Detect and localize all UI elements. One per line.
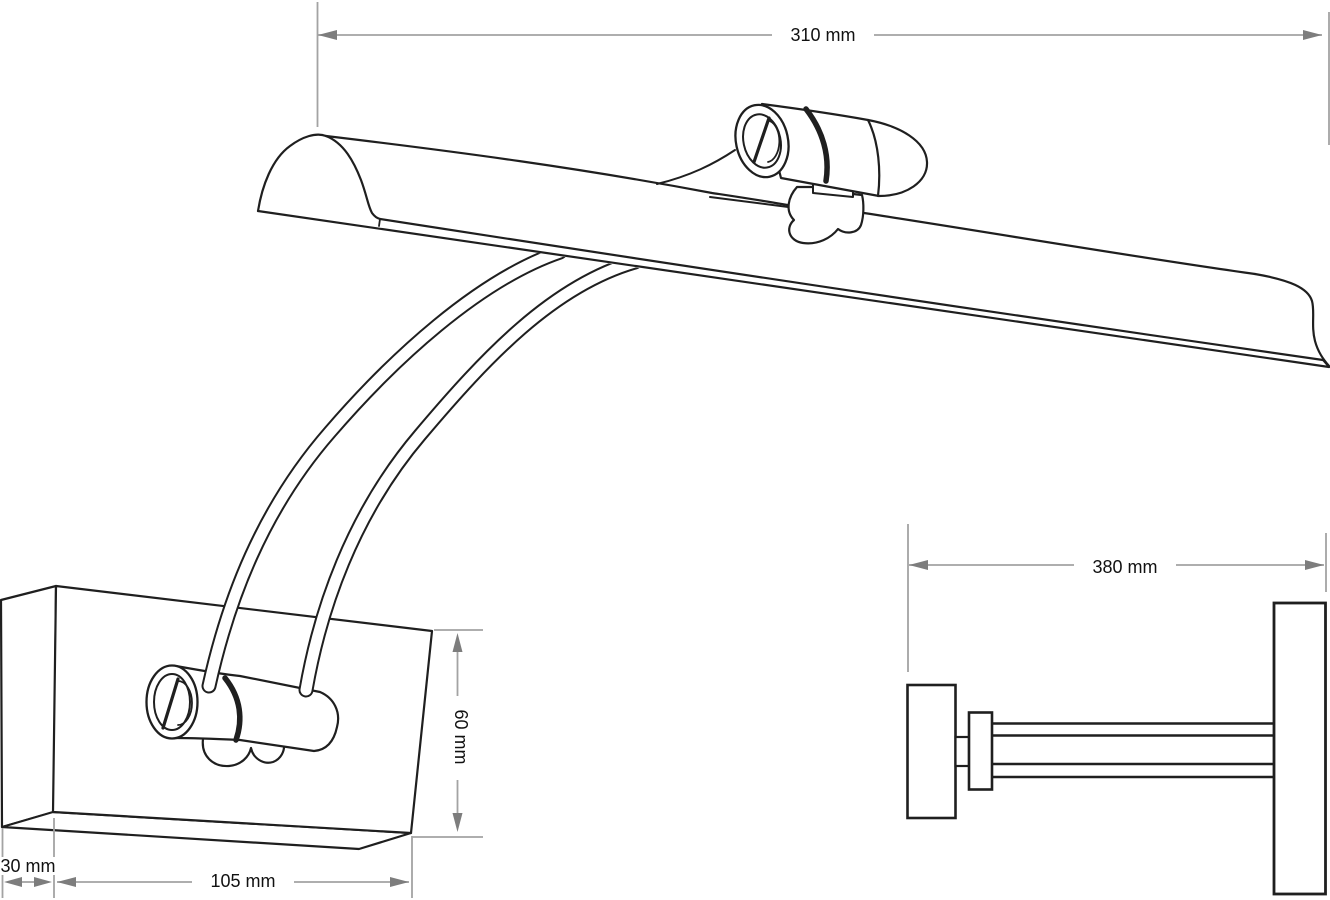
dimension-60mm-label: 60 mm (451, 699, 471, 775)
shade-left-cap-scurve (324, 134, 382, 221)
dimension-380mm-label: 380 mm (1074, 558, 1176, 576)
shade-lip-lower-edge (256, 209, 1330, 369)
lamp-collar-ring (803, 106, 830, 184)
arrow-up (452, 633, 463, 652)
top-plan-view (906, 601, 1327, 896)
plan-spacer-block (967, 711, 994, 791)
plan-pivot-stub (954, 735, 971, 768)
shade-silhouette (258, 134, 1329, 368)
shade-lip-upper-edge (378, 217, 1325, 362)
lamp-support-curve (656, 149, 736, 185)
hinge-cap-recess (177, 680, 193, 726)
shade-right-end-scurve (1253, 272, 1330, 368)
shade-lip-end-face (1322, 359, 1330, 368)
hinge-barrel (174, 664, 340, 753)
dimension-105mm (57, 836, 413, 898)
box-left-face (0, 584, 58, 829)
dimension-310mm-label: 310 mm (772, 26, 874, 44)
arrow-right (34, 877, 52, 887)
arrow-down (452, 813, 463, 832)
lamp-tube-body (760, 102, 929, 198)
pivot-hinge (174, 664, 340, 768)
shade-top-edge-left (324, 134, 800, 209)
dimension-310mm (316, 2, 1330, 145)
shade-left-cap-edge (256, 133, 328, 213)
lamp-cap-recess (767, 120, 781, 163)
plan-wall-plate (906, 683, 957, 820)
ext-line (907, 524, 1327, 672)
lamp-assembly (656, 102, 929, 245)
hinge-collar-ring (222, 675, 243, 743)
arrow-left (909, 560, 928, 570)
plan-shade-bar (1272, 601, 1327, 896)
rear-arm-body (300, 256, 641, 696)
hinge-screw-slot (161, 677, 180, 730)
lamp-saddle-bracket (787, 185, 865, 245)
isometric-view (0, 102, 1330, 851)
lamp-tube-end-seam (866, 118, 881, 198)
shade-cap-notch (378, 218, 381, 227)
ext-line (412, 629, 483, 838)
shade-top-detail-line (709, 196, 797, 209)
arrow-right (1303, 30, 1322, 40)
ext-line (316, 2, 1330, 145)
dimension-60mm (412, 629, 483, 838)
front-arm-body (203, 246, 566, 692)
arrow-left (318, 30, 337, 40)
reflector-shade (256, 133, 1330, 369)
dimension-380mm (907, 524, 1327, 672)
dimension-105mm-label: 105 mm (192, 872, 294, 890)
shade-top-edge-right (862, 211, 1257, 276)
arrow-left (57, 877, 76, 887)
plan-arm-rails (992, 722, 1274, 779)
dimension-30mm-label: 30 mm (0, 856, 56, 876)
arrow-right (390, 877, 409, 887)
lamp-screw-slot (752, 116, 771, 164)
hinge-lower-lugs (201, 737, 286, 768)
arrow-left (4, 877, 22, 887)
support-arms (201, 244, 643, 698)
arrow-right (1305, 560, 1324, 570)
hinge-end-cap (145, 664, 243, 743)
